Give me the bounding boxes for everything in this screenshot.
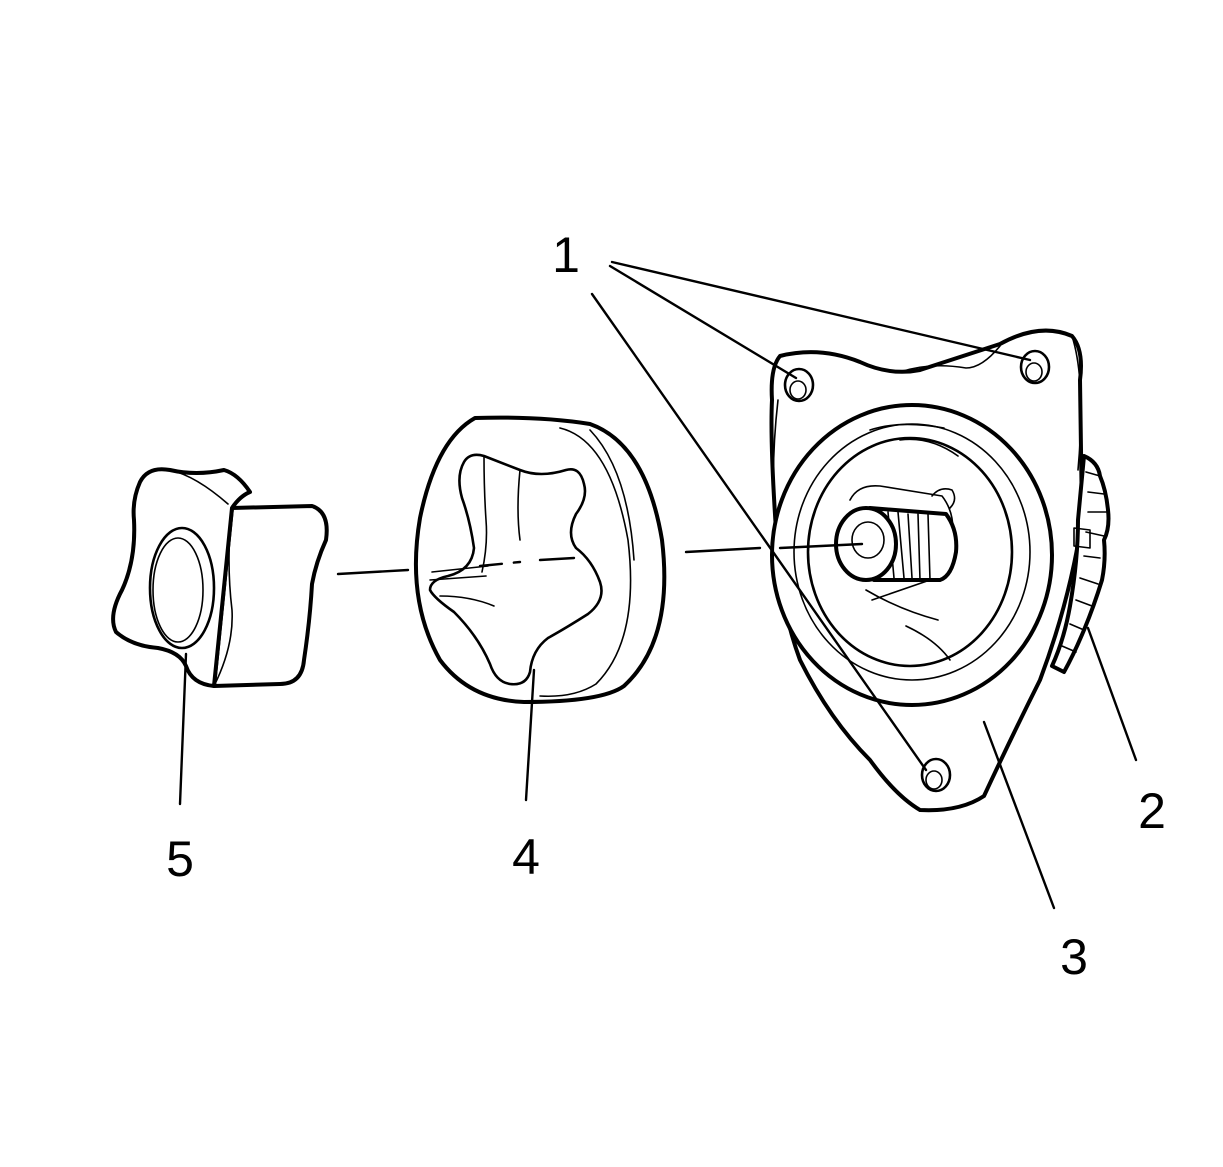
leader-1a: [608, 264, 798, 380]
leader-1b: [610, 260, 1032, 362]
assembly-centerline: [336, 542, 864, 576]
leader-4: [524, 668, 536, 802]
callout-1: 1: [552, 227, 580, 283]
leader-5: [178, 652, 188, 806]
inner-rotor: [111, 467, 329, 688]
callout-4: 4: [512, 829, 540, 885]
leader-lines: [178, 260, 1138, 910]
callout-2: 2: [1138, 783, 1166, 839]
callout-3: 3: [1060, 929, 1088, 985]
callout-5: 5: [166, 831, 194, 887]
callout-labels: 1 2 3 4 5: [166, 227, 1166, 985]
leader-2: [1086, 626, 1138, 762]
pump-housing: [769, 328, 1084, 813]
drive-gear: [1050, 454, 1111, 674]
leader-1c: [590, 292, 928, 772]
leader-3: [982, 720, 1056, 910]
